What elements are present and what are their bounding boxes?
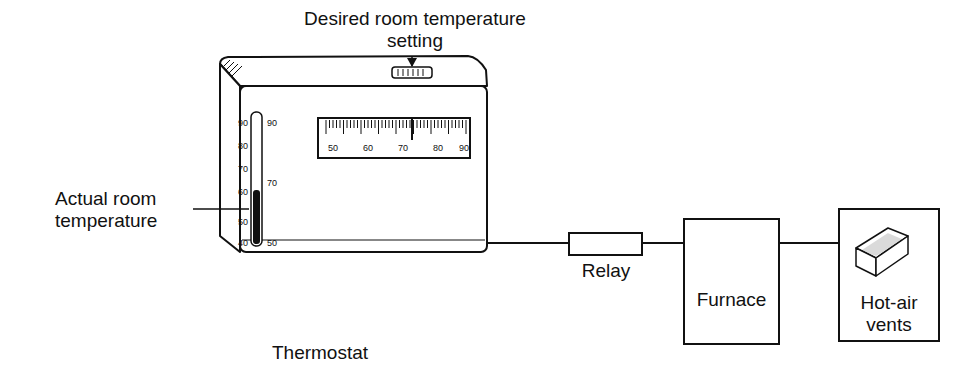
dial-tick bbox=[375, 120, 376, 128]
dial-tick bbox=[354, 120, 355, 128]
relay-box: Relay bbox=[565, 232, 647, 284]
dial-tick bbox=[413, 120, 414, 134]
dial-tick bbox=[445, 120, 446, 128]
connector-wire bbox=[780, 242, 838, 244]
scale-number: 50 bbox=[328, 143, 338, 153]
dial-tick bbox=[431, 120, 432, 134]
callout-label: Desired room temperature setting bbox=[300, 8, 530, 52]
dial-tick bbox=[399, 120, 400, 128]
leader-line bbox=[193, 208, 249, 210]
dial-tick bbox=[403, 120, 404, 128]
node-outline bbox=[683, 218, 780, 345]
dial-tick bbox=[378, 120, 379, 134]
dial-tick bbox=[452, 120, 453, 128]
dial-tick bbox=[389, 120, 390, 128]
dial-tick bbox=[420, 120, 421, 128]
scale-number: 90 bbox=[267, 118, 277, 128]
leader-arrow bbox=[411, 57, 413, 66]
scale-number: 50 bbox=[238, 217, 248, 227]
dial-tick bbox=[333, 120, 334, 128]
dial-tick bbox=[410, 120, 411, 128]
dial-tick bbox=[326, 120, 327, 134]
node-label: Furnace bbox=[683, 289, 780, 311]
dial-tick bbox=[462, 120, 463, 128]
scale-number: 50 bbox=[267, 238, 277, 248]
node-label: Relay bbox=[565, 260, 647, 282]
connector-wire bbox=[643, 242, 683, 244]
dial-tick bbox=[340, 120, 341, 128]
scale-number: 70 bbox=[267, 178, 277, 188]
dial-tick bbox=[441, 120, 442, 128]
dial-tick bbox=[438, 120, 439, 128]
scale-number: 70 bbox=[398, 143, 408, 153]
node-label: Thermostat bbox=[245, 342, 395, 364]
dial-tick bbox=[455, 120, 456, 128]
connector-wire bbox=[487, 242, 568, 244]
dial-tick bbox=[434, 120, 435, 128]
thermostat: Thermostat bbox=[215, 40, 490, 370]
dial-ticks bbox=[326, 120, 466, 134]
scale-number: 60 bbox=[363, 143, 373, 153]
dial-tick bbox=[406, 120, 407, 128]
dial-tick bbox=[466, 120, 467, 134]
setting-pointer bbox=[411, 118, 413, 140]
slider-grip bbox=[398, 69, 423, 76]
scale-number: 80 bbox=[238, 141, 248, 151]
scale-number: 80 bbox=[433, 143, 443, 153]
dial-tick bbox=[392, 120, 393, 128]
node-outline bbox=[215, 45, 487, 257]
callout-label: Actual room temperature bbox=[55, 188, 190, 232]
thermometer-tube bbox=[251, 112, 262, 246]
dial-tick bbox=[357, 120, 358, 128]
vent-icon bbox=[856, 228, 908, 276]
scale-number: 40 bbox=[238, 238, 248, 248]
dial-window bbox=[318, 118, 470, 158]
setting-slider bbox=[392, 67, 432, 78]
dial-tick bbox=[459, 120, 460, 128]
scale-number: 90 bbox=[238, 118, 248, 128]
node-outline bbox=[568, 232, 643, 256]
dial-tick bbox=[364, 120, 365, 128]
vent-box: Hot-air vents bbox=[838, 208, 940, 342]
dial-tick bbox=[371, 120, 372, 128]
dial-tick bbox=[385, 120, 386, 128]
scale-number: 70 bbox=[238, 164, 248, 174]
hatching bbox=[224, 60, 242, 76]
dial-tick bbox=[336, 120, 337, 128]
dial-tick bbox=[396, 120, 397, 134]
dial-tick bbox=[368, 120, 369, 128]
dial-tick bbox=[448, 120, 449, 134]
dial-tick bbox=[350, 120, 351, 128]
dial-tick bbox=[361, 120, 362, 134]
dial-tick bbox=[329, 120, 330, 128]
scale-number: 90 bbox=[459, 143, 469, 153]
scale-number: 60 bbox=[238, 187, 248, 197]
dial-tick bbox=[417, 120, 418, 128]
dial-tick bbox=[382, 120, 383, 128]
furnace-box: Furnace bbox=[683, 218, 780, 345]
thermometer-column bbox=[253, 190, 260, 244]
dial-tick bbox=[427, 120, 428, 128]
thermostat-body bbox=[220, 56, 487, 252]
node-label: Hot-air vents bbox=[838, 292, 940, 336]
dial-tick bbox=[343, 120, 344, 134]
dial-tick bbox=[347, 120, 348, 128]
dial-tick bbox=[424, 120, 425, 128]
